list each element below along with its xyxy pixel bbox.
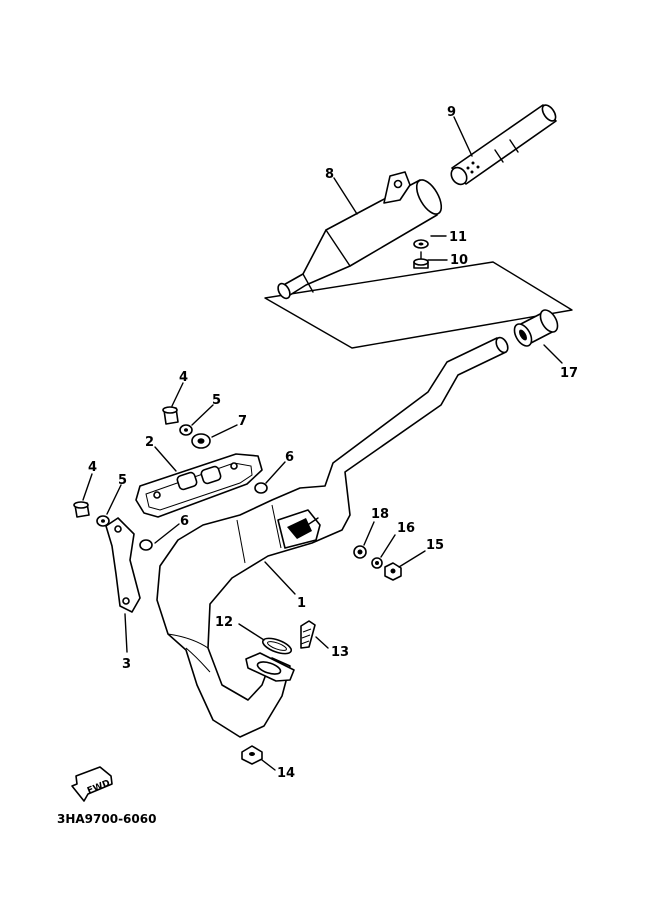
- callout-7: 7: [238, 414, 247, 429]
- callout-6-upper: 6: [285, 450, 294, 465]
- part-7-collar: [191, 433, 211, 449]
- callout-5-upper: 5: [212, 393, 221, 408]
- part-3-bracket: [105, 517, 141, 613]
- part-9-tail-pipe: [450, 104, 557, 186]
- part-12-gasket: [261, 637, 293, 655]
- callout-4-lower: 4: [88, 460, 97, 475]
- callout-labels: 9 8 11 10 17 4 5 7 2 4 5 6 6 3 1 18 16 1…: [88, 105, 578, 781]
- callout-16: 16: [397, 521, 415, 536]
- callout-6-lower: 6: [180, 514, 189, 529]
- part-14-nut: [241, 745, 263, 765]
- part-15-nut: [384, 562, 402, 581]
- part-17-grommet: [513, 309, 559, 347]
- callout-4-upper: 4: [179, 370, 188, 385]
- part-8-silencer: [277, 171, 443, 300]
- callout-11: 11: [449, 230, 467, 245]
- part-5-washer-lower: [96, 515, 110, 527]
- part-6-washer-lower: [139, 539, 153, 551]
- callout-12: 12: [215, 615, 233, 630]
- callout-17: 17: [560, 366, 578, 381]
- part-18-washer: [353, 545, 367, 559]
- callout-9: 9: [447, 105, 456, 120]
- callout-2: 2: [145, 435, 154, 450]
- assembly-plane: [264, 261, 573, 349]
- drawing-code: 3HA9700-6060: [57, 812, 156, 826]
- part-5-washer-upper: [179, 424, 193, 436]
- part-10-bolt: [413, 251, 429, 269]
- part-13-stud-bolt: [300, 620, 316, 649]
- fwd-arrow-icon: FWD: [71, 766, 113, 802]
- callout-1: 1: [297, 596, 306, 611]
- part-4-bolt-upper: [162, 406, 179, 425]
- part-6-washer-upper: [254, 482, 268, 494]
- callout-8: 8: [325, 167, 334, 182]
- callout-3: 3: [122, 657, 131, 672]
- part-11-washer: [413, 239, 429, 249]
- callout-15: 15: [426, 538, 444, 553]
- exhaust-flange: [245, 652, 295, 682]
- leader-lines: [82, 116, 563, 771]
- callout-5-lower: 5: [118, 473, 127, 488]
- callout-10: 10: [450, 253, 468, 268]
- part-2-heat-shield: [135, 453, 263, 518]
- callout-13: 13: [331, 645, 349, 660]
- callout-18: 18: [371, 507, 389, 522]
- part-1-exhaust-pipe: [156, 336, 509, 738]
- part-16-washer: [371, 557, 383, 569]
- part-4-bolt-lower: [73, 501, 90, 518]
- callout-14: 14: [277, 766, 295, 781]
